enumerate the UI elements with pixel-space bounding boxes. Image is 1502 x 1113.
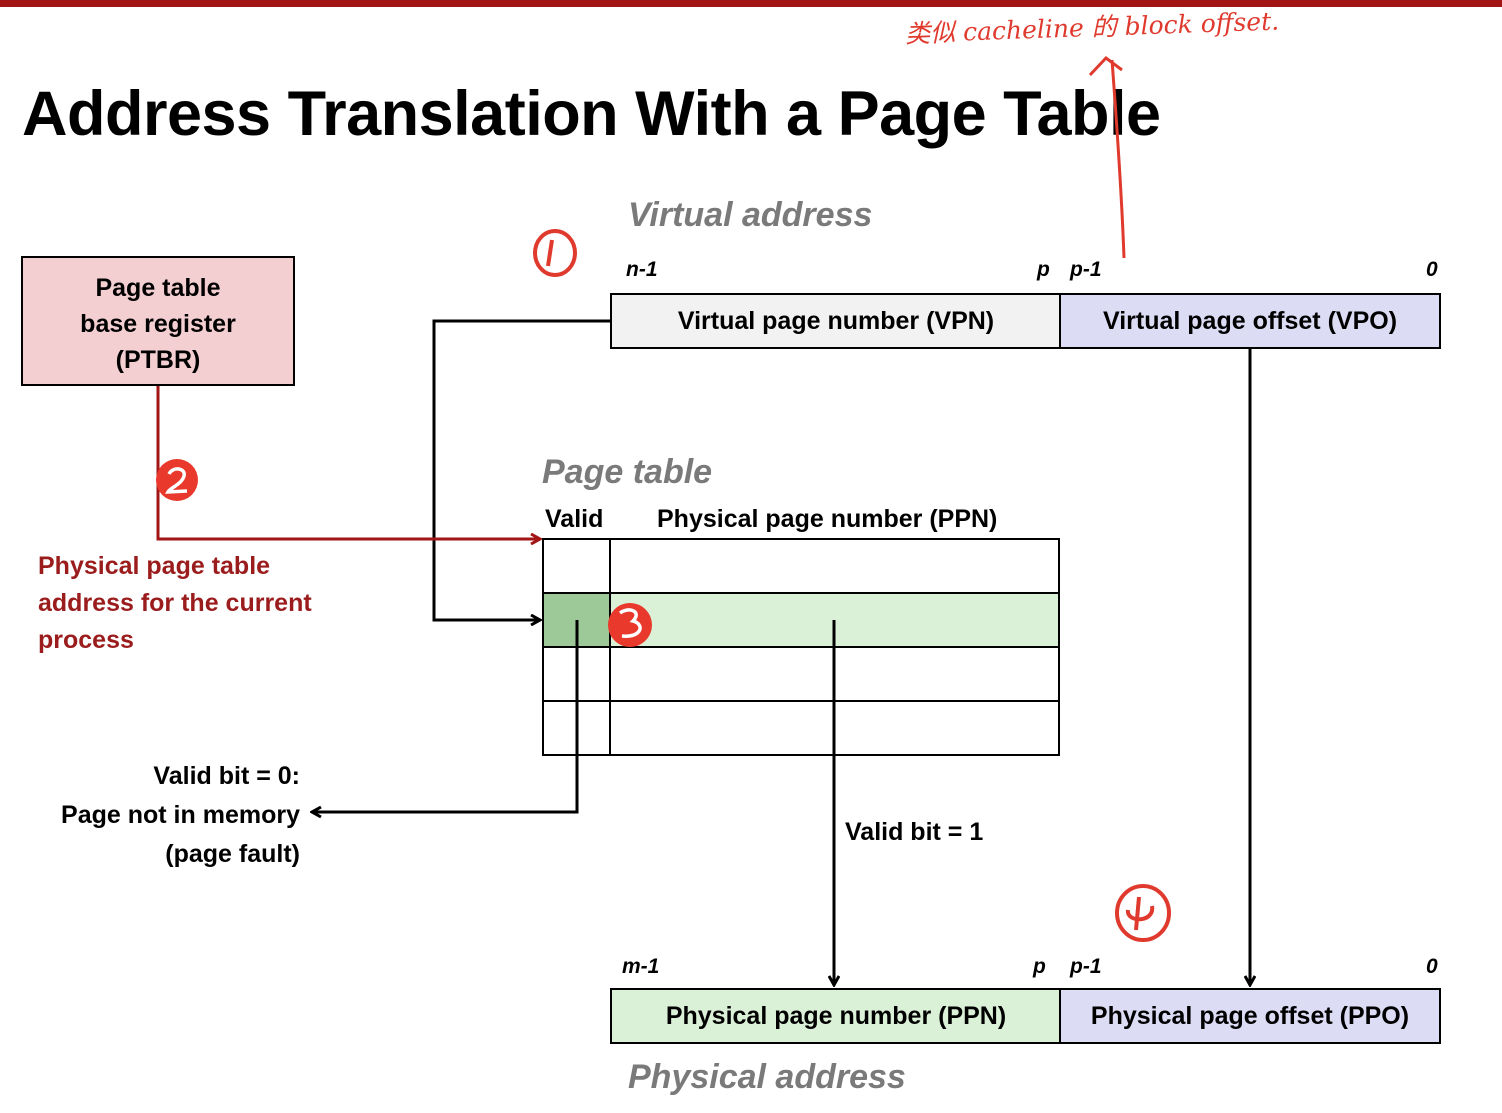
valid-zero-line-1: Valid bit = 0:: [153, 762, 300, 790]
top-accent-bar: [0, 0, 1502, 7]
vpo-label: Virtual page offset (VPO): [1102, 306, 1398, 335]
step-2-mark: [156, 459, 198, 501]
valid-zero-line-3: (page fault): [165, 840, 300, 868]
ppo-label: Physical page offset (PPO): [1090, 1001, 1410, 1030]
va-bit-zero: 0: [1426, 258, 1438, 281]
virtual-address-caption: Virtual address: [628, 196, 873, 234]
valid-one-label: Valid bit = 1: [845, 818, 984, 846]
ptbr-line-3: (PTBR): [115, 346, 201, 374]
ptbr-note-line-3: process: [38, 626, 134, 654]
va-bit-p-minus-1: p-1: [1070, 258, 1102, 281]
ptbr-note-line-2: address for the current: [38, 589, 312, 617]
va-bit-p: p: [1037, 258, 1050, 281]
vpn-index-arrow: [432, 319, 610, 620]
ppo-field: Physical page offset (PPO): [1059, 988, 1441, 1044]
pa-bit-p: p: [1033, 955, 1046, 978]
ptbr-arrow: [156, 386, 540, 539]
pa-bit-high: m-1: [622, 955, 660, 978]
step-3-mark: [608, 603, 652, 647]
va-bit-high: n-1: [626, 258, 658, 281]
valid-zero-line-2: Page not in memory: [61, 801, 300, 829]
pa-bit-p-minus-1: p-1: [1070, 955, 1102, 978]
ptbr-note: Physical page table address for the curr…: [38, 548, 312, 659]
handwritten-arrow: [1110, 59, 1126, 259]
vpn-field: Virtual page number (VPN): [610, 293, 1062, 349]
ptbr-note-line-1: Physical page table: [38, 552, 271, 580]
page-table-ppn-header: Physical page number (PPN): [657, 505, 998, 533]
slide-title: Address Translation With a Page Table: [22, 79, 1161, 149]
ptbr-line-2: base register: [80, 310, 236, 338]
page-table-caption: Page table: [542, 453, 713, 491]
pa-bit-zero: 0: [1426, 955, 1438, 978]
ppn-field: Physical page number (PPN): [610, 988, 1062, 1044]
valid-zero-arrow: [312, 620, 579, 812]
ppn-label: Physical page number (PPN): [665, 1001, 1007, 1030]
step-1-mark: [533, 229, 577, 277]
valid-zero-note: Valid bit = 0: Page not in memory (page …: [20, 757, 300, 874]
physical-address-caption: Physical address: [628, 1058, 906, 1096]
ptbr-line-1: Page table: [95, 274, 221, 302]
ptbr-box: Page table base register (PTBR): [21, 256, 295, 386]
vpn-label: Virtual page number (VPN): [677, 306, 995, 335]
step-4-mark: [1115, 884, 1171, 942]
vpo-field: Virtual page offset (VPO): [1059, 293, 1441, 349]
page-table-valid-header: Valid: [545, 505, 604, 533]
page-table-grid: [542, 538, 1060, 756]
